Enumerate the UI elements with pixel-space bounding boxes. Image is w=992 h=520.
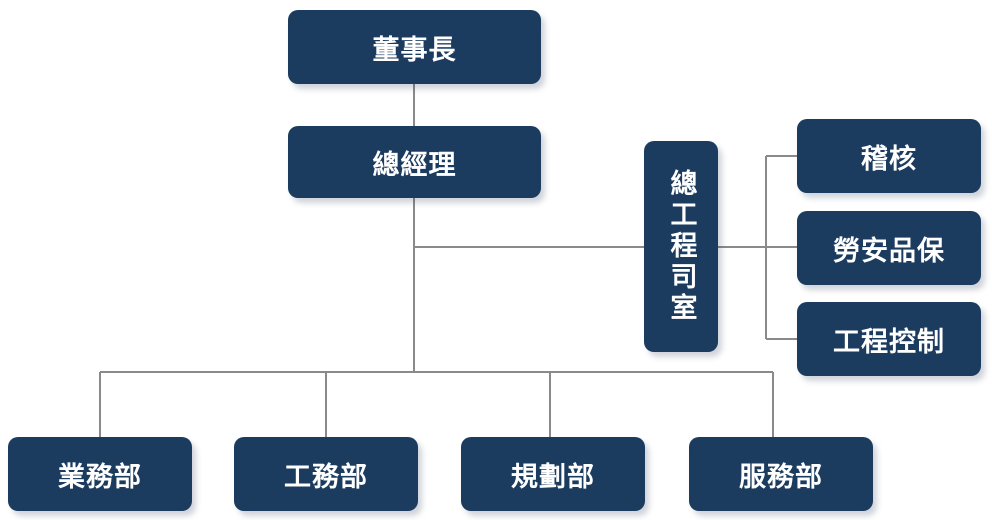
safety-quality-box: 勞安品保: [797, 211, 981, 285]
general-manager-label: 總經理: [372, 149, 457, 181]
business-department-box: 業務部: [8, 437, 192, 511]
planning-department-label: 規劃部: [511, 461, 595, 493]
engineering-control-box: 工程控制: [797, 302, 981, 376]
chairman-box: 董事長: [288, 10, 541, 84]
engineering-control-label: 工程控制: [833, 326, 945, 358]
chief-engineer-office-box: 總工程司室: [644, 141, 718, 352]
engineering-department-label: 工務部: [284, 461, 368, 493]
safety-quality-label: 勞安品保: [833, 235, 945, 267]
service-department-box: 服務部: [689, 437, 873, 511]
business-department-label: 業務部: [58, 461, 142, 493]
planning-department-box: 規劃部: [461, 437, 645, 511]
service-department-label: 服務部: [739, 461, 823, 493]
chairman-label: 董事長: [372, 34, 457, 66]
general-manager-box: 總經理: [288, 126, 541, 198]
engineering-department-box: 工務部: [234, 437, 418, 511]
audit-label: 稽核: [861, 143, 917, 175]
chief-engineer-office-label: 總工程司室: [665, 169, 697, 324]
audit-box: 稽核: [797, 119, 981, 193]
